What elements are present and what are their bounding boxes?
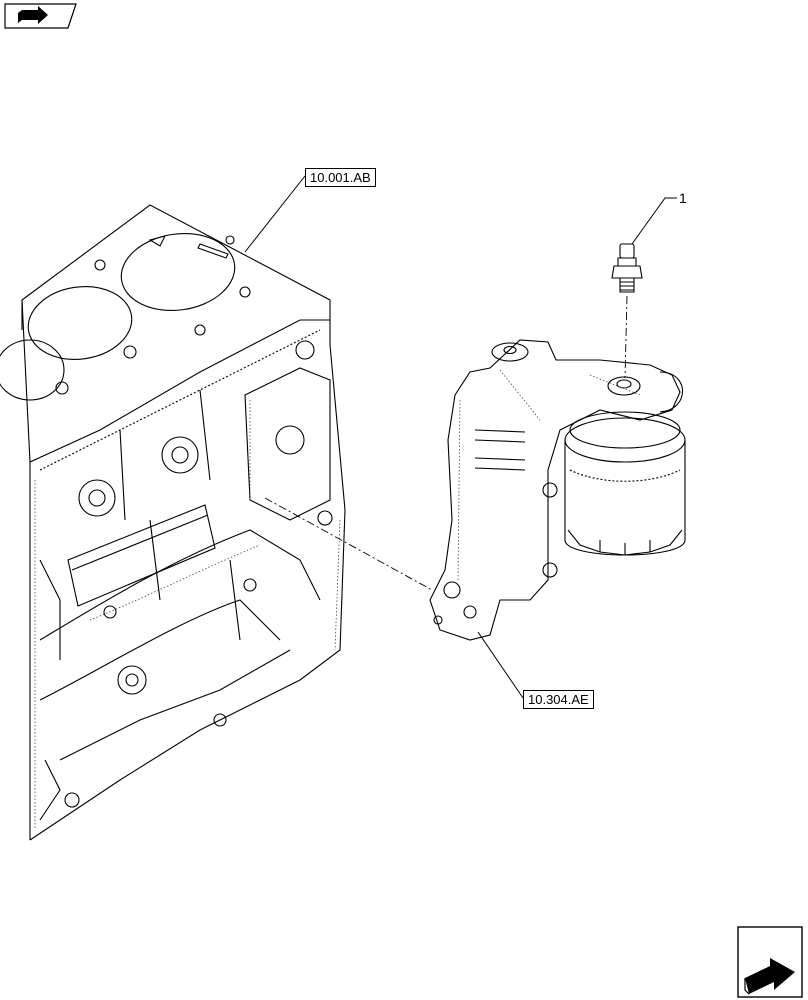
callout-oil-filter-bracket[interactable]: 10.304.AE xyxy=(523,690,594,709)
oil-pressure-sensor xyxy=(611,243,643,293)
engine-block-shading xyxy=(34,400,341,830)
leader-lines xyxy=(244,175,677,699)
back-arrow-icon[interactable] xyxy=(4,3,77,29)
next-arrow-icon[interactable] xyxy=(737,926,803,998)
oil-filter-bracket xyxy=(429,339,686,641)
engine-block xyxy=(0,204,346,841)
callout-engine-block[interactable]: 10.001.AB xyxy=(305,168,376,187)
item-number-sensor[interactable]: 1 xyxy=(679,190,687,206)
assembly-lines xyxy=(264,295,628,591)
oil-filter-bracket-shading xyxy=(457,369,641,581)
